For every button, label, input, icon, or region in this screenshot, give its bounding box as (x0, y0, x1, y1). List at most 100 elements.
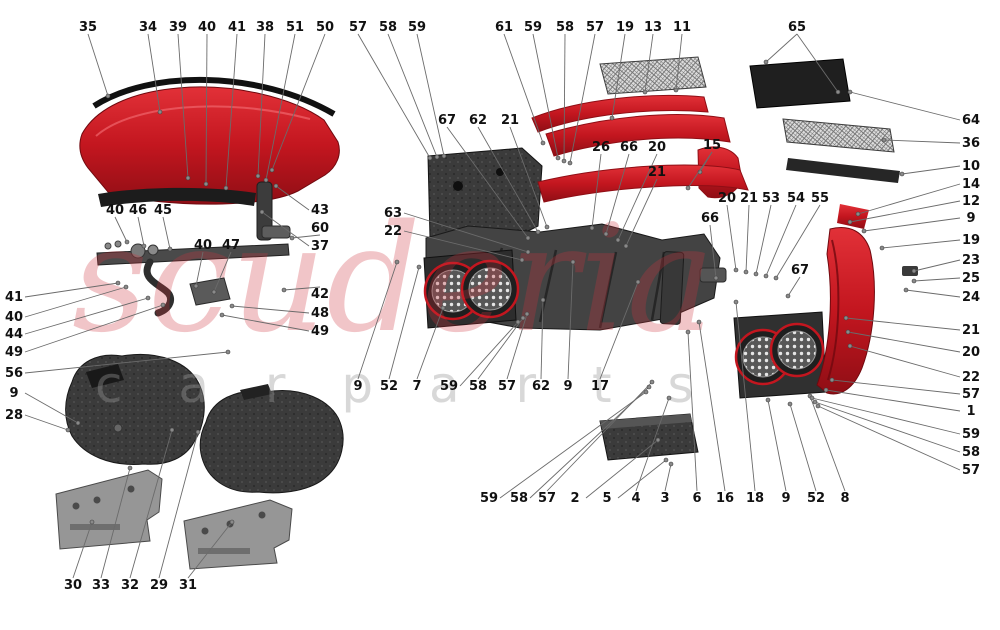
part-number-label: 52 (380, 379, 398, 394)
fastener-dot (524, 311, 530, 317)
fastener-dot (855, 211, 861, 217)
fastener-dot (589, 225, 595, 231)
leader-line (857, 183, 961, 215)
trim-strip-right (786, 158, 900, 183)
leader-line (499, 391, 647, 499)
fastener-dot (225, 349, 231, 355)
leader-line (863, 217, 961, 232)
part-number-label: 23 (962, 253, 980, 268)
part-number-label: 18 (746, 491, 764, 506)
part-number-label: 21 (648, 165, 666, 180)
fastener-dot (127, 465, 133, 471)
fastener-dot (229, 519, 235, 525)
fastener-dot (603, 231, 609, 237)
leader-line (913, 259, 961, 272)
fastener-dot (273, 183, 279, 189)
part-number-label: 5 (602, 491, 611, 506)
leader-line (221, 314, 310, 332)
leader-line (265, 33, 296, 181)
mesh-grille-top (599, 56, 707, 95)
fastener-dot (525, 235, 531, 241)
part-number-label: 2 (570, 491, 579, 506)
fastener-dot (743, 269, 749, 275)
fastener-dot (89, 519, 95, 525)
fastener-dot (829, 377, 835, 383)
fastener-dot (281, 287, 287, 293)
part-number-label: 63 (384, 206, 402, 221)
leader-line (24, 304, 164, 353)
fastener-dot (203, 181, 209, 187)
leader-line (709, 224, 717, 279)
fastener-dot (416, 264, 422, 270)
parts-illustration (55, 56, 918, 570)
bolt (114, 240, 122, 248)
part-number-label: 6 (692, 491, 701, 506)
leader-line (24, 414, 69, 431)
side-bracket (902, 266, 918, 276)
fastener-dot (160, 302, 166, 308)
leader-line (849, 200, 961, 223)
part-number-label: 40 (5, 310, 23, 325)
leader-line (100, 467, 131, 579)
leader-line (726, 204, 737, 271)
fastener-dot (229, 303, 235, 309)
part-number-label: 49 (5, 345, 23, 360)
part-number-label: 12 (962, 194, 980, 209)
part-number-label: 15 (703, 138, 721, 153)
heat-shield-duct (86, 364, 124, 388)
plate-hole (201, 527, 209, 535)
fastener-dot (535, 229, 541, 235)
part-number-label: 9 (353, 379, 362, 394)
watermark-secondary: c a r p a r t s (95, 356, 714, 414)
plate-hole (127, 485, 135, 493)
leader-line (817, 405, 961, 471)
fastener-dot (843, 315, 849, 321)
leader-line (905, 289, 961, 298)
red-bracket-small (837, 204, 869, 229)
red-center-strip (537, 164, 749, 203)
part-number-label: 7 (412, 379, 421, 394)
leader-line (24, 282, 119, 298)
leader-line (745, 204, 750, 273)
leader-line (664, 463, 672, 492)
fastener-dot (167, 246, 173, 252)
fastener-dot (124, 239, 130, 245)
leader-line (87, 33, 109, 97)
leader-line (503, 33, 544, 144)
part-number-label: 22 (962, 370, 980, 385)
leader-line (403, 212, 529, 253)
fastener-dot (847, 219, 853, 225)
part-number-label: 22 (384, 224, 402, 239)
part-number-label: 59 (480, 491, 498, 506)
part-number-label: 54 (787, 191, 805, 206)
rear-bumper-right-edge (827, 239, 840, 381)
fastener-dot (615, 237, 621, 243)
leader-line (477, 317, 524, 380)
fastener-dot (763, 273, 769, 279)
rear-bumper-shell (79, 86, 340, 205)
plate-hole (72, 502, 80, 510)
plate-slot (70, 524, 120, 530)
part-number-label: 28 (5, 408, 23, 423)
part-number-label: 10 (962, 159, 980, 174)
leader-line (388, 266, 420, 380)
fastener-dot (440, 305, 446, 311)
tow-hook (143, 258, 175, 317)
leader-line (24, 286, 127, 318)
panel-hole (453, 181, 463, 191)
carbon-floor-edge (600, 414, 692, 429)
part-number-label: 19 (962, 233, 980, 248)
fastener-dot (785, 293, 791, 299)
fastener-dot (540, 140, 546, 146)
leader-line (357, 33, 431, 159)
clamp-ring (130, 243, 146, 259)
part-number-label: 13 (644, 20, 662, 35)
leader-line (162, 216, 171, 250)
fastener-dot (787, 401, 793, 407)
leader-line (591, 153, 602, 229)
leader-line (506, 313, 528, 380)
fastener-dot (733, 299, 739, 305)
fastener-dot (259, 209, 265, 215)
